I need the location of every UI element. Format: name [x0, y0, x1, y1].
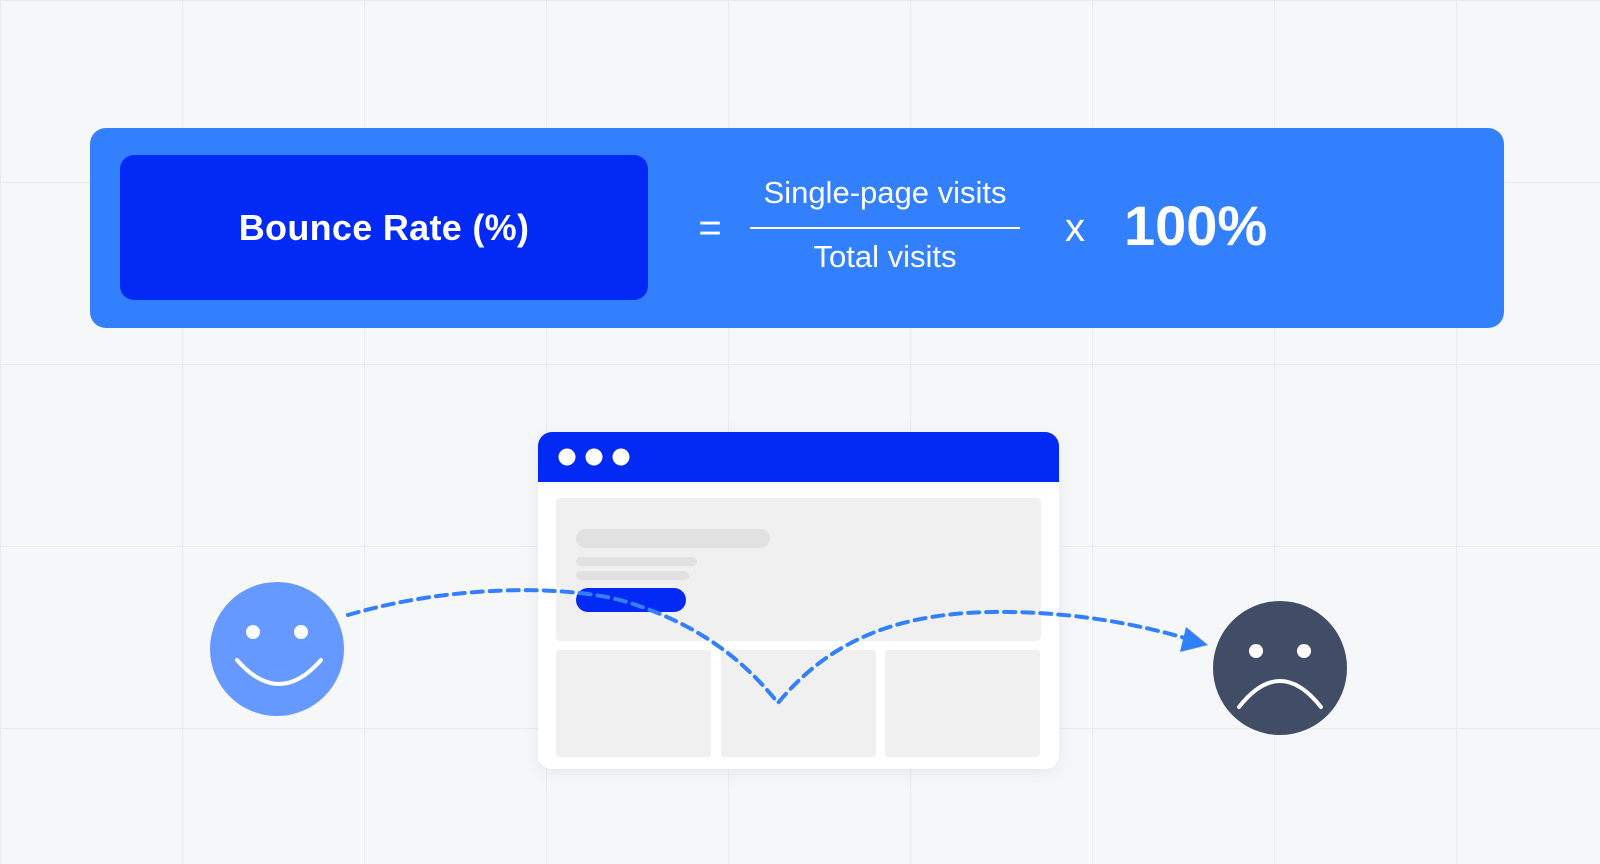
- multiplier-value: 100%: [1124, 194, 1268, 257]
- window-dot-icon: [585, 448, 603, 466]
- multiply-sign: x: [1065, 206, 1085, 250]
- fraction: Single-page visits Total visits: [750, 173, 1020, 283]
- arrowhead-icon: [1180, 627, 1208, 652]
- cta-placeholder: [576, 588, 686, 612]
- browser-window-icon: [538, 432, 1059, 769]
- formula-banner: Bounce Rate (%) = Single-page visits Tot…: [90, 128, 1504, 328]
- fraction-bar: [750, 227, 1020, 229]
- dashed-arrow-icon: [346, 588, 1208, 707]
- hero-placeholder: [556, 498, 1041, 641]
- metric-label: Bounce Rate (%): [238, 206, 530, 248]
- metric-box: Bounce Rate (%): [120, 155, 648, 300]
- equals-sign: =: [698, 206, 722, 250]
- fraction-denominator: Total visits: [813, 239, 957, 274]
- text-line-placeholder: [576, 557, 697, 566]
- window-dot-icon: [612, 448, 630, 466]
- fraction-numerator: Single-page visits: [763, 175, 1007, 210]
- browser-title-bar: [538, 432, 1059, 482]
- sad-face-icon: [1213, 601, 1347, 735]
- content-card-placeholder: [556, 650, 711, 757]
- window-dot-icon: [558, 448, 576, 466]
- content-card-placeholder: [885, 650, 1040, 757]
- text-line-placeholder: [576, 571, 689, 580]
- happy-face-icon: [210, 582, 344, 716]
- headline-placeholder: [576, 529, 770, 548]
- content-card-placeholder: [721, 650, 876, 757]
